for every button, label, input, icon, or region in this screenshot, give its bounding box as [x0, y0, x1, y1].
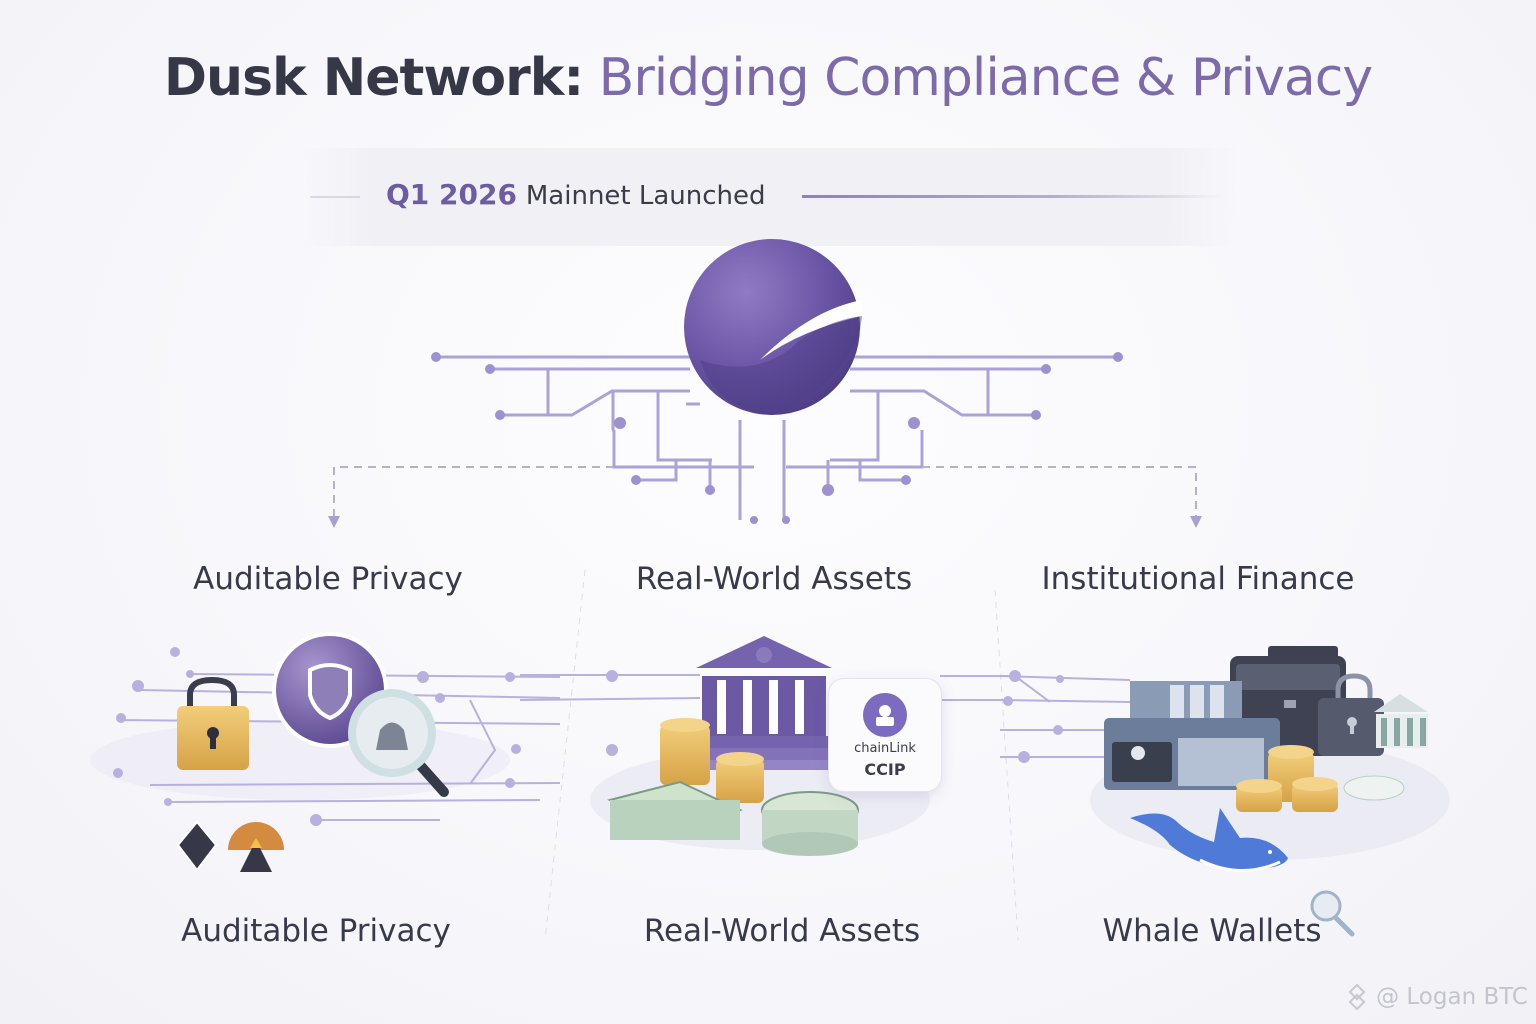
- coin-stack-icon: [1236, 745, 1338, 812]
- magnifier-icon: [348, 689, 449, 797]
- diamond-token-icon: [176, 820, 218, 872]
- pillar-caption-auditable-privacy: Auditable Privacy: [181, 913, 451, 949]
- institutional-finance-illustration: [999, 646, 1450, 937]
- milestone-line-right: [802, 195, 1222, 198]
- milestone-label: Q1 2026 Mainnet Launched: [386, 178, 766, 211]
- watermark-text: @ Logan BTC: [1376, 984, 1528, 1010]
- pillar-heading-institutional-finance: Institutional Finance: [1041, 561, 1355, 597]
- pillar-heading-real-world-assets: Real-World Assets: [635, 561, 913, 597]
- arrow-down-right-icon: [1190, 516, 1202, 528]
- bank-building-icon: [694, 636, 844, 770]
- branch-connectors: [333, 466, 1197, 520]
- token-badge-icon: [1343, 775, 1405, 801]
- column-divider-right: [994, 589, 1019, 941]
- watermark: @ Logan BTC: [1344, 984, 1528, 1010]
- title-subtitle: Bridging Compliance & Privacy: [598, 48, 1373, 108]
- milestone-line-left: [310, 196, 360, 198]
- milestone-text: Mainnet Launched: [525, 181, 766, 211]
- padlock-icon: [1318, 673, 1384, 756]
- page-title: Dusk Network: Bridging Compliance & Priv…: [0, 48, 1536, 108]
- title-strong: Dusk Network:: [163, 48, 584, 108]
- bank-building-icon: [1374, 694, 1428, 748]
- column-divider-left: [544, 569, 586, 941]
- whale-icon: [1130, 808, 1288, 872]
- chainlink-user-badge-icon: [863, 693, 907, 737]
- pillar-caption-whale-wallets: Whale Wallets: [1102, 913, 1322, 949]
- dusk-logo-sphere-icon: [684, 239, 862, 415]
- wallet-icon: [1104, 681, 1280, 790]
- cash-stack-icon: [607, 780, 859, 856]
- milestone-quarter: Q1 2026: [386, 178, 517, 211]
- pillar-caption-real-world-assets: Real-World Assets: [643, 913, 921, 949]
- circuit-traces: [436, 355, 1118, 520]
- arrow-down-left-icon: [328, 516, 340, 528]
- pillar-heading-auditable-privacy: Auditable Privacy: [193, 561, 463, 597]
- binance-logo-icon: [1348, 984, 1366, 1010]
- coin-stack-icon: [660, 718, 764, 803]
- mountain-token-icon: [228, 822, 284, 872]
- circuit-nodes: [431, 352, 1123, 524]
- auditable-privacy-illustration: [90, 632, 561, 872]
- partner-protocol: CCIP: [864, 760, 906, 779]
- branch-arrows: [328, 516, 1202, 528]
- magnifier-icon: [1310, 890, 1355, 937]
- partner-name: chainLink: [854, 741, 916, 756]
- chainlink-ccip-card: chainLink CCIP: [828, 678, 942, 792]
- padlock-icon: [177, 676, 249, 770]
